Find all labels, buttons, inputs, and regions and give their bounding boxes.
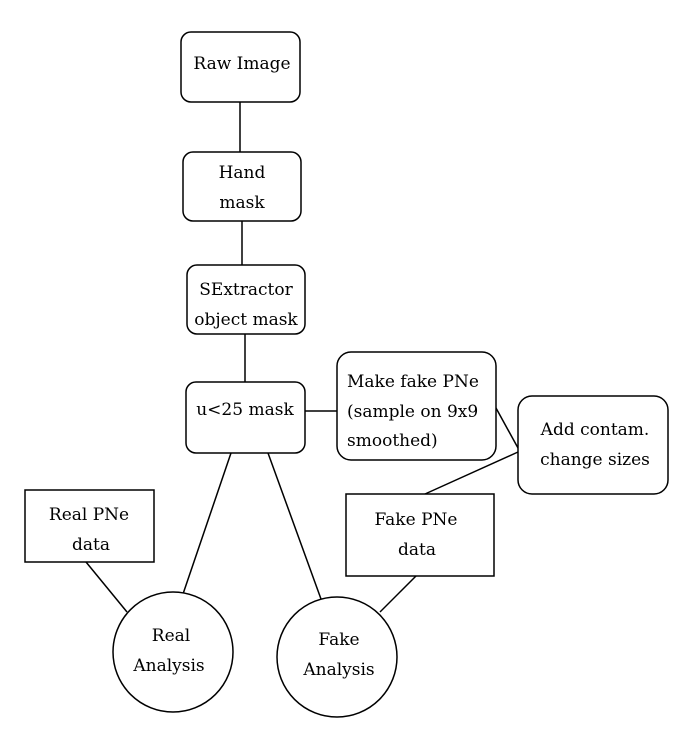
- edge-u25-mask-to-fake-analysis: [267, 452, 322, 600]
- node-hand-mask-label-1: Hand: [219, 163, 266, 183]
- node-real-analysis: Real Analysis: [112, 591, 234, 713]
- node-fake-pne-data-label-1: Fake PNe: [375, 510, 458, 530]
- edge-fake-pne-data-to-fake-analysis: [379, 575, 417, 613]
- node-make-fake-pne-label-2: (sample on 9x9: [347, 402, 478, 422]
- node-fake-pne-data: Fake PNe data: [345, 493, 495, 577]
- node-make-fake-pne-label-3: smoothed): [347, 431, 438, 451]
- edge-u25-mask-to-real-analysis: [182, 452, 232, 595]
- node-sextractor-mask-label-2: object mask: [194, 310, 298, 330]
- node-real-analysis-label-2: Analysis: [132, 656, 204, 676]
- node-hand-mask: Hand mask: [182, 151, 302, 222]
- node-raw-image: Raw Image: [180, 31, 301, 103]
- node-sextractor-mask: SExtractor object mask: [186, 264, 306, 335]
- edge-real-pne-data-to-real-analysis: [85, 561, 128, 613]
- edge-add-contam-to-fake-pne-data: [424, 451, 519, 495]
- edge-make-fake-pne-to-add-contam: [495, 407, 519, 449]
- node-real-pne-data: Real PNe data: [24, 489, 155, 563]
- node-make-fake-pne: Make fake PNe (sample on 9x9 smoothed): [336, 351, 497, 461]
- node-add-contam-label-2: change sizes: [540, 450, 650, 470]
- node-add-contam-label-1: Add contam.: [540, 420, 650, 440]
- node-add-contam: Add contam. change sizes: [517, 395, 669, 495]
- edges: [85, 102, 519, 613]
- node-make-fake-pne-label-1: Make fake PNe: [347, 372, 479, 392]
- node-real-pne-data-label-1: Real PNe: [49, 505, 129, 525]
- node-real-pne-data-label-2: data: [72, 535, 110, 555]
- node-hand-mask-label-2: mask: [219, 193, 265, 213]
- node-fake-analysis: Fake Analysis: [276, 596, 398, 718]
- node-fake-pne-data-label-2: data: [398, 540, 436, 560]
- node-fake-analysis-label-1: Fake: [318, 630, 359, 650]
- node-raw-image-label: Raw Image: [193, 54, 290, 74]
- node-sextractor-mask-label-1: SExtractor: [199, 280, 293, 300]
- node-fake-analysis-label-2: Analysis: [302, 660, 374, 680]
- node-u25-mask-label: u<25 mask: [196, 400, 294, 420]
- node-u25-mask: u<25 mask: [185, 381, 306, 454]
- node-real-analysis-label-1: Real: [152, 626, 190, 646]
